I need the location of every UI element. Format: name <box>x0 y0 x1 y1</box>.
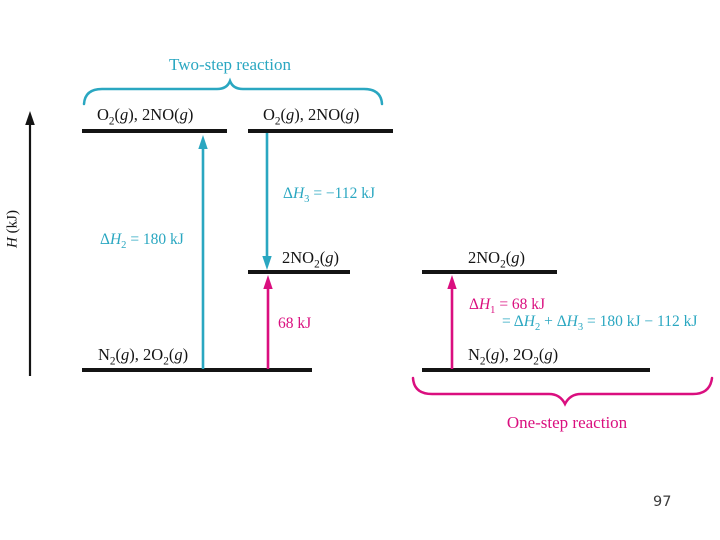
level-label-2no2-right: 2NO2(g) <box>468 248 525 271</box>
level-label-o2-2no-mid: O2(g), 2NO(g) <box>263 105 360 128</box>
sixty-eight-kj-label: 68 kJ <box>278 315 312 332</box>
delta-h1-arrowhead-icon <box>447 275 457 289</box>
energy-levels <box>82 129 650 372</box>
level-label-2no2-mid: 2NO2(g) <box>282 248 339 271</box>
one-step-reaction-label: One-step reaction <box>506 413 628 432</box>
delta-h2-arrow <box>198 135 208 369</box>
delta-h1-label: ΔH1 = 68 kJ <box>469 296 546 317</box>
two-step-brace <box>82 77 384 106</box>
delta-h2-label: ΔH2 = 180 kJ <box>100 231 184 252</box>
delta-h1-arrow <box>447 275 457 369</box>
sixty-eight-kj-arrowhead-icon <box>263 275 273 289</box>
level-label-n2-2o2-left: N2(g), 2O2(g) <box>98 345 189 368</box>
delta-h3-arrowhead-icon <box>262 256 272 270</box>
sixty-eight-kj-arrow <box>263 275 273 369</box>
enthalpy-axis <box>25 111 35 376</box>
level-label-o2-2no-left: O2(g), 2NO(g) <box>97 105 194 128</box>
two-step-reaction-label: Two-step reaction <box>168 55 292 74</box>
delta-h3-label: ΔH3 = −112 kJ <box>283 185 376 206</box>
delta-h2-arrowhead-icon <box>198 135 208 149</box>
delta-h1-equation-label: = ΔH2 + ΔH3 = 180 kJ − 112 kJ <box>502 313 698 334</box>
delta-h3-arrow <box>262 133 272 270</box>
level-label-n2-2o2-right: N2(g), 2O2(g) <box>468 345 559 368</box>
one-step-brace <box>411 376 714 407</box>
page-number: 97 <box>653 494 672 510</box>
axis-label: H (kJ) <box>4 210 21 248</box>
axis-arrowhead-icon <box>25 111 35 125</box>
